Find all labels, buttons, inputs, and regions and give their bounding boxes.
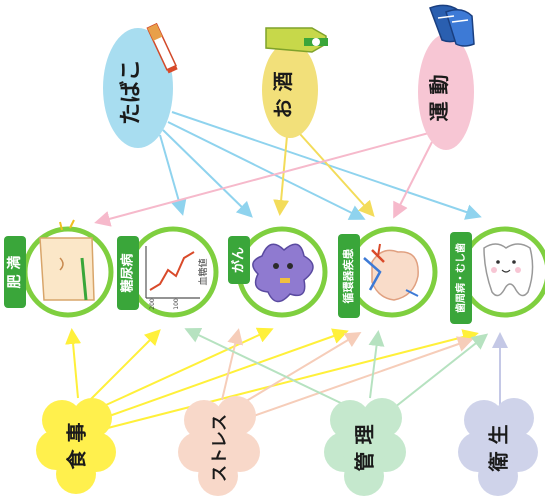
- cause-label-alcohol: お 酒: [271, 72, 295, 119]
- sneakers-icon: [429, 4, 475, 47]
- disease-label-dental: 歯周病・むし歯: [454, 243, 467, 313]
- arrow-exercise-obesity: [94, 129, 441, 227]
- factor-label-stress: ストレス: [210, 414, 230, 482]
- arrow-exercise-circulatory: [393, 141, 433, 219]
- arrow-tobacco-diabetes: [159, 134, 187, 216]
- disease-circulatory: 循環器疾患: [338, 226, 438, 318]
- glucose-tick-100: 100: [173, 298, 180, 310]
- factor-stress: ストレス: [178, 396, 260, 496]
- disease-diabetes: 血糖値 200 100 糖尿病: [117, 226, 219, 318]
- arrow-alcohol-circulatory: [299, 133, 375, 217]
- arrow-tobacco-cancer: [162, 129, 253, 218]
- glucose-ylabel: 血糖値: [197, 258, 209, 285]
- cause-exercise: 運 動: [418, 4, 475, 150]
- arrow-diet-diabetes: [87, 329, 161, 403]
- arrow-management-circulatory: [368, 330, 385, 399]
- arrow-stress-dental: [241, 336, 474, 421]
- arrow-diet-obesity: [65, 328, 82, 399]
- cause-arrows: [94, 111, 482, 227]
- sake-bottle-icon: [265, 27, 328, 53]
- arrow-tobacco-circulatory: [167, 121, 366, 220]
- arrow-stress-circulatory: [237, 331, 362, 407]
- disease-cancer: がん: [228, 226, 328, 318]
- arrow-tobacco-dental: [171, 111, 482, 220]
- arrow-diet-circulatory: [97, 328, 349, 421]
- factor-arrows: [65, 327, 508, 431]
- factor-hygiene: 衛 生: [458, 398, 538, 496]
- cause-tobacco: たばこ: [103, 22, 178, 148]
- factor-label-management: 管 理: [353, 425, 377, 472]
- cause-label-tobacco: たばこ: [119, 59, 144, 125]
- cause-label-exercise: 運 動: [427, 75, 451, 122]
- arrow-stress-cancer: [221, 328, 244, 401]
- arrow-diet-dental: [99, 329, 479, 431]
- tooth-icon: [483, 243, 534, 297]
- glucose-graph-icon: 血糖値 200 100: [145, 246, 209, 310]
- belly-icon: [39, 219, 95, 301]
- disease-label-circulatory: 循環器疾患: [341, 249, 355, 304]
- arrow-management-diabetes: [184, 327, 346, 406]
- factor-label-diet: 食 事: [65, 423, 89, 470]
- disease-label-obesity: 肥 満: [6, 256, 23, 289]
- factor-management: 管 理: [324, 398, 406, 496]
- cause-alcohol: お 酒: [262, 27, 328, 138]
- heart-vessels-icon: [363, 243, 419, 301]
- arrow-alcohol-cancer: [273, 135, 290, 216]
- disease-obesity: 肥 満: [4, 219, 114, 318]
- glucose-tick-200: 200: [149, 298, 156, 310]
- arrow-management-dental: [384, 333, 489, 416]
- factor-diet: 食 事: [36, 398, 116, 494]
- disease-label-diabetes: 糖尿病: [120, 253, 136, 292]
- factor-label-hygiene: 衛 生: [487, 425, 511, 473]
- disease-dental: 歯周病・むし歯: [450, 226, 545, 324]
- disease-label-cancer: がん: [231, 247, 247, 273]
- cigarette-icon: [146, 22, 178, 74]
- cancer-cell-icon: [252, 243, 314, 303]
